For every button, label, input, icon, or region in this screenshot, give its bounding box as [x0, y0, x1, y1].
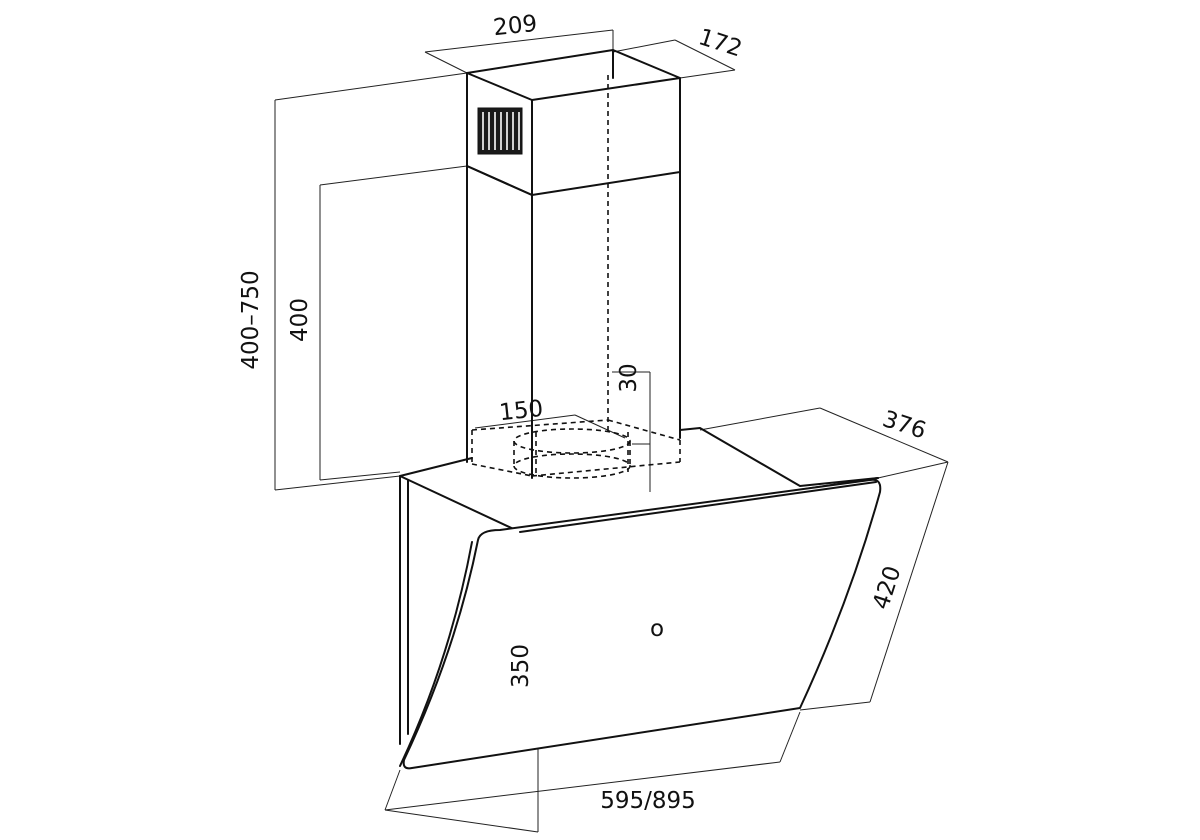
dim-outlet-diameter: 150: [498, 396, 544, 426]
lower-chimney: [466, 165, 681, 479]
dim-total-height: 400–750: [238, 270, 264, 369]
dim-front-height: 350: [508, 644, 534, 688]
dim-panel-height: 420: [868, 563, 906, 613]
vent-grille-icon: [477, 107, 523, 155]
dim-hood-depth: 376: [879, 406, 929, 444]
hidden-lines: [471, 75, 681, 479]
dim-chimney-width: 209: [492, 11, 538, 41]
dim-hood-width: 595/895: [600, 788, 696, 814]
control-marker: o: [650, 616, 664, 642]
dim-chimney-height: 400: [287, 298, 313, 342]
upper-chimney: [466, 49, 681, 196]
dim-chimney-depth: 172: [695, 24, 745, 62]
dimension-labels: 209 172 400–750 400 30 150 376 420 350 5…: [238, 11, 929, 814]
dim-outlet-offset: 30: [616, 363, 642, 392]
hood-body: o: [399, 427, 882, 770]
